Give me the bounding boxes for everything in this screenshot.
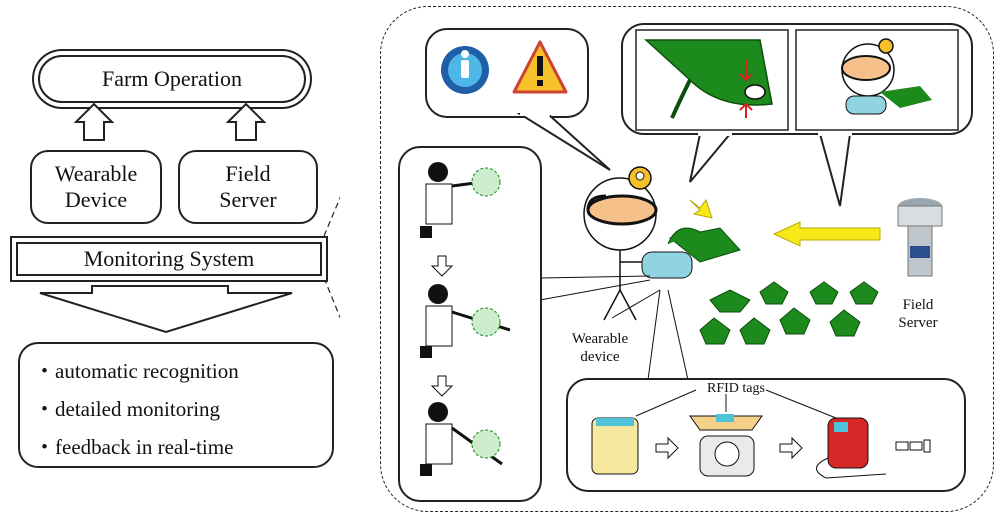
container-icon [591,417,639,475]
warning-icon [512,40,568,94]
right-arrow-icon [655,436,679,460]
up-arrow-icon [73,102,115,141]
down-arrow-icon [430,375,454,397]
scale-icon [689,414,763,477]
features-list: ・automatic recognition ・detailed monitor… [18,342,334,468]
rfid-tags-label: RFID tags [707,381,765,396]
field-server-icon [897,198,943,277]
sprayer-person-icon [420,402,503,476]
up-arrow-icon [225,102,267,141]
farm-operation-box: Farm Operation [38,55,306,103]
mini-person-icon [841,38,932,115]
detail-dashed-frame [380,6,994,512]
spraying-figures [420,162,511,476]
sprayer-person-icon [420,162,501,238]
plants-icon [699,281,879,345]
feature-item: ・feedback in real-time [34,435,234,459]
wearable-device-box: Wearable Device [30,150,162,224]
sprayer-tank-icon [816,417,887,479]
yellow-arrow-small [689,198,713,219]
rfid-illustrations [591,389,931,479]
down-arrow-icon [39,285,293,334]
right-arrow-icon [779,436,803,460]
farm-operation-label: Farm Operation [102,66,242,91]
farmer-person-icon [583,166,741,321]
monitoring-system-box: Monitoring System [10,236,328,282]
info-icon [441,46,489,94]
wearable-label-1: Wearable [54,161,138,186]
feature-item: ・detailed monitoring [34,397,221,421]
wearable-label-2: Device [64,187,128,212]
field-server-box: Field Server [178,150,318,224]
feature-item: ・automatic recognition [34,359,239,383]
left-arrows [39,102,340,334]
rfid-tag-icons [895,439,931,453]
sprayer-person-icon [420,284,511,358]
yellow-arrow-icon [772,221,881,247]
field-server-label-2: Server [219,187,277,212]
down-arrow-icon [430,255,454,277]
field-server-label-1: Field [225,161,271,186]
monitoring-system-label: Monitoring System [83,246,255,271]
leaf-pest-icon [644,39,773,119]
